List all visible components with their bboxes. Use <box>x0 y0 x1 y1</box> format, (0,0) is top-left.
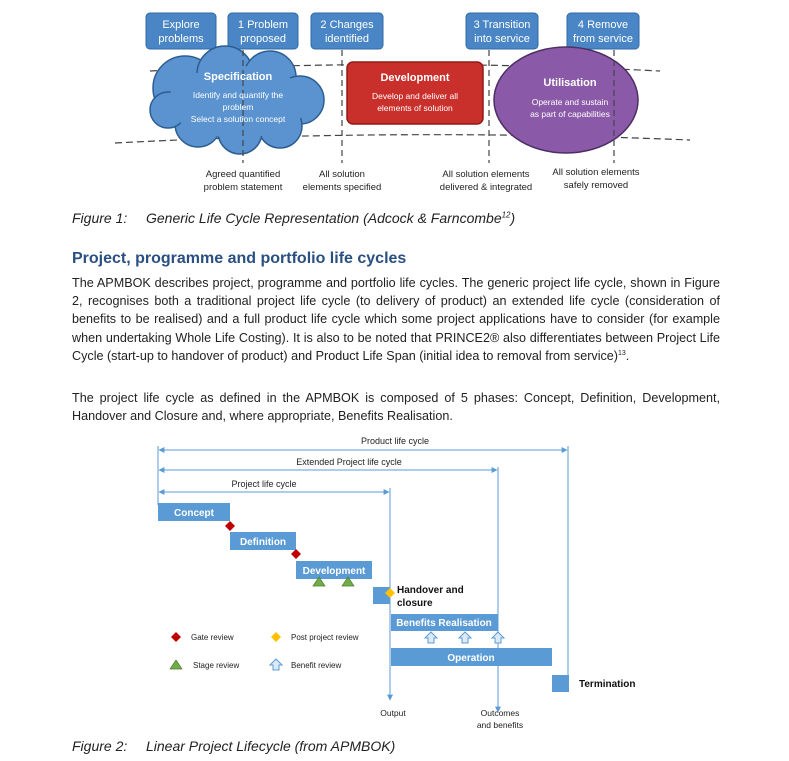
paragraph-2-text: The project life cycle as defined in the… <box>72 391 720 424</box>
development-title: Development <box>380 72 449 84</box>
handover-label-line-2: closure <box>397 598 433 609</box>
figure-1-caption-end: ) <box>510 210 516 226</box>
output-label: Output <box>380 708 406 718</box>
concept-bar <box>158 503 230 521</box>
legend-benefit-label: Benefit review <box>291 661 341 670</box>
stage-label-transition-2: into service <box>474 33 530 45</box>
figure-2-caption: Figure 2: Linear Project Lifecycle (from … <box>72 738 395 754</box>
utilisation-line-1: Operate and sustain <box>532 97 609 107</box>
extended-life-cycle-label: Extended Project life cycle <box>296 457 402 467</box>
stage-label-changes-2: identified <box>325 33 369 45</box>
specification-line-2: problem <box>223 102 254 112</box>
milestone-3-line-1: All solution elements <box>442 169 529 180</box>
development-line-2: elements of solution <box>377 103 453 113</box>
figure-1-caption: Figure 1: Generic Life Cycle Representati… <box>72 210 515 226</box>
figure-1-diagram: Explore problems 1 Problem proposed 2 Ch… <box>114 12 691 193</box>
stage-label-problem-2: proposed <box>240 33 286 45</box>
termination-label: Termination <box>579 679 635 690</box>
specification-cloud-fill <box>168 66 308 138</box>
specification-title: Specification <box>204 71 273 83</box>
stage-label-remove-2: from service <box>573 33 633 45</box>
stage-label-changes-1: 2 Changes <box>320 19 374 31</box>
milestone-2-line-2: elements specified <box>303 182 382 193</box>
definition-label: Definition <box>240 537 286 548</box>
paragraph-1-end: . <box>625 348 630 363</box>
stage-box-problem-proposed: 1 Problem proposed <box>227 12 299 50</box>
stage-box-remove: 4 Remove from service <box>566 12 640 50</box>
figure-1-caption-text: Generic Life Cycle Representation (Adcoc… <box>146 210 502 226</box>
benefit-review-arrows <box>423 631 506 644</box>
specification-line-1: Identify and quantify the <box>193 90 284 100</box>
stage-label-transition-1: 3 Transition <box>474 19 531 31</box>
development-phase-label: Development <box>303 566 366 577</box>
stage-label-problem-1: 1 Problem <box>238 19 288 31</box>
definition-bar <box>230 532 296 550</box>
development-box <box>346 61 484 125</box>
figure-2-caption-text: Linear Project Lifecycle (from APMBOK) <box>146 738 396 754</box>
development-line-1: Develop and deliver all <box>372 91 458 101</box>
outcomes-label-line-1: Outcomes <box>481 708 520 718</box>
legend-post-label: Post project review <box>291 633 359 642</box>
benefit-review-2 <box>457 631 473 644</box>
stage-box-changes-identified: 2 Changes identified <box>310 12 384 50</box>
legend-gate-label: Gate review <box>191 633 234 642</box>
figure-2-diagram: Product life cycle Extended Project life… <box>157 436 635 730</box>
paragraph-1-text: The APMBOK describes project, programme … <box>72 276 720 363</box>
termination-bar <box>552 675 569 692</box>
benefit-review-3 <box>490 631 506 644</box>
legend-benefit-icon <box>268 658 284 671</box>
section-heading: Project, programme and portfolio life cy… <box>72 250 407 267</box>
operation-label: Operation <box>447 653 494 664</box>
gate-review-1 <box>225 521 235 531</box>
benefit-review-1 <box>423 631 439 644</box>
project-life-cycle-label: Project life cycle <box>231 479 296 489</box>
stage-box-explore: Explore problems <box>145 12 217 50</box>
stage-box-transition: 3 Transition into service <box>465 12 539 50</box>
concept-label: Concept <box>174 508 215 519</box>
figure-1-caption-number: Figure 1: <box>72 210 128 226</box>
legend-stage-label: Stage review <box>193 661 239 670</box>
milestone-4-line-1: All solution elements <box>552 167 639 178</box>
product-life-cycle-label: Product life cycle <box>361 436 429 446</box>
figure-2-caption-number: Figure 2: <box>72 738 128 754</box>
handover-label-line-1: Handover and <box>397 585 464 596</box>
legend-stage-icon <box>169 659 183 670</box>
utilisation-line-2: as part of capabilities <box>530 109 610 119</box>
milestone-3-line-2: delivered & integrated <box>440 182 532 193</box>
post-project-review-marker <box>385 588 395 598</box>
stage-label-explore-1: Explore <box>162 19 199 31</box>
development-bar <box>296 561 372 579</box>
gate-review-2 <box>291 549 301 559</box>
milestone-4-line-2: safely removed <box>564 180 628 191</box>
paragraph-1-ref: 13 <box>617 349 626 357</box>
specification-line-3: Select a solution concept <box>191 114 286 124</box>
milestone-1-line-2: problem statement <box>204 182 283 193</box>
outcomes-label-line-2: and benefits <box>477 720 523 730</box>
milestone-2-line-1: All solution <box>319 169 365 180</box>
legend-gate-icon <box>171 632 181 642</box>
benefits-realisation-bar <box>391 614 498 631</box>
milestone-1-line-1: Agreed quantified <box>206 169 280 180</box>
paragraph-2: The project life cycle as defined in the… <box>72 389 720 425</box>
benefits-realisation-label: Benefits Realisation <box>396 618 492 629</box>
operation-bar <box>391 648 552 666</box>
stage-review-2 <box>341 576 355 587</box>
utilisation-ellipse <box>493 46 639 154</box>
legend-post-icon <box>271 632 281 642</box>
stage-label-remove-1: 4 Remove <box>578 19 628 31</box>
figure-1-caption-ref: 12 <box>501 210 511 220</box>
stage-label-explore-2: problems <box>158 33 204 45</box>
utilisation-title: Utilisation <box>543 77 596 89</box>
handover-bar <box>373 587 390 604</box>
paragraph-1: The APMBOK describes project, programme … <box>72 274 720 365</box>
stage-review-1 <box>312 576 326 587</box>
